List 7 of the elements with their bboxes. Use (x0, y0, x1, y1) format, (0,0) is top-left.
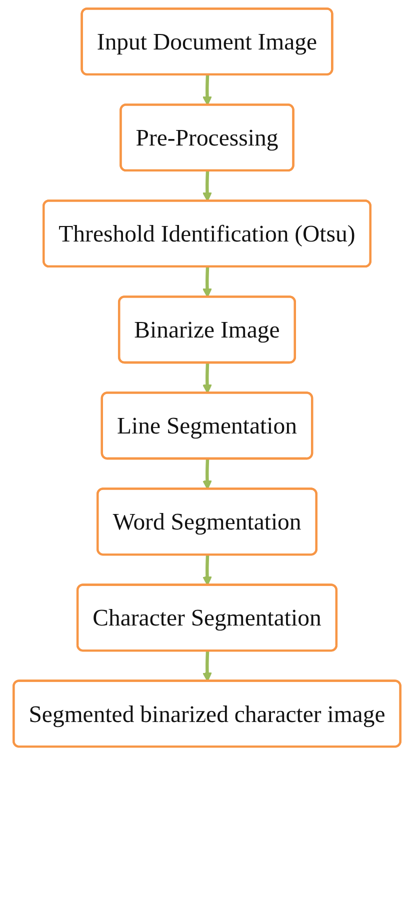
arrow (202, 651, 212, 682)
arrow (202, 459, 212, 490)
arrow (202, 266, 212, 298)
arrow (202, 362, 212, 394)
arrow (202, 74, 212, 106)
arrow (202, 555, 212, 586)
arrow (202, 170, 212, 202)
